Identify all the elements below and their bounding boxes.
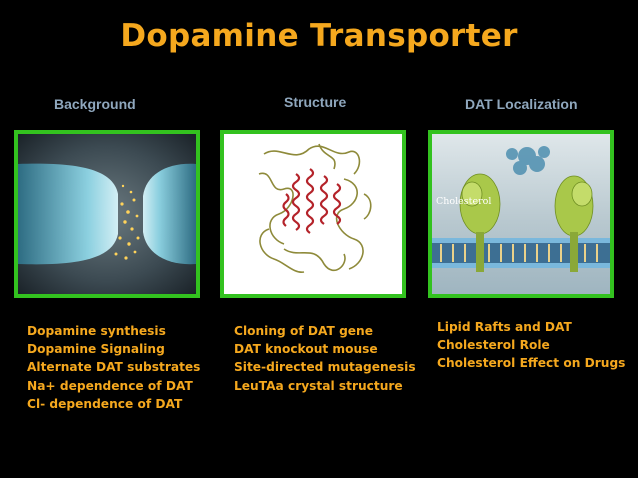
heading-structure: Structure [284,94,347,110]
structure-list: Cloning of DAT gene DAT knockout mouse S… [234,322,416,395]
protein-ribbon-illustration [224,134,402,294]
list-item: LeuTAa crystal structure [234,378,403,393]
list-item: Cholesterol Role [437,338,550,353]
list-item: Cl- dependence of DAT [27,396,183,411]
list-item: Na+ dependence of DAT [27,378,193,393]
background-list: Dopamine synthesis Dopamine Signaling Al… [27,322,200,413]
list-item: Cloning of DAT gene [234,324,374,338]
slide-title: Dopamine Transporter [120,18,518,54]
list-item: Lipid Rafts and DAT [437,320,572,334]
list-item: Dopamine Signaling [27,342,165,357]
list-item: Dopamine synthesis [27,324,166,338]
protein-structure-image [220,130,406,298]
membrane-image: Cholesterol [428,130,614,298]
synapse-illustration [18,134,196,294]
heading-background: Background [54,96,136,112]
synapse-image [14,130,200,298]
list-item: Alternate DAT substrates [27,360,201,375]
list-item: Site-directed mutagenesis [234,360,416,375]
heading-dat-localization: DAT Localization [465,96,578,112]
localization-list: Lipid Rafts and DAT Cholesterol Role Cho… [437,318,625,373]
list-item: DAT knockout mouse [234,342,378,357]
list-item: Cholesterol Effect on Drugs [437,356,626,371]
membrane-illustration: Cholesterol [432,134,610,294]
cholesterol-label: Cholesterol [436,196,491,207]
